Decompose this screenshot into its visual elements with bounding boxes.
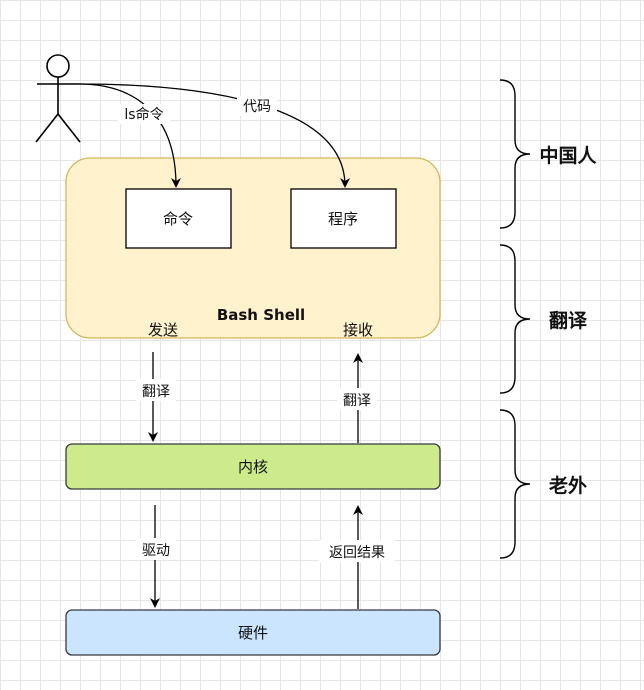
brace-chinese-label: 中国人: [539, 144, 597, 167]
command-box[interactable]: [125, 188, 232, 249]
program-box-label: 程序: [328, 210, 358, 228]
receive-label: 接收: [343, 321, 373, 339]
send-label: 发送: [148, 321, 178, 339]
edge-translate-up-label: 翻译: [343, 393, 371, 409]
brace-translate: [499, 244, 531, 394]
edge-ls-label: ls命令: [124, 106, 163, 123]
edge-ls-label-bg: [118, 104, 170, 124]
edge-return-result-label: 返回结果: [329, 545, 385, 561]
edge-translate-down-label: 翻译: [142, 384, 170, 400]
program-box[interactable]: [290, 188, 397, 249]
hardware-box[interactable]: [65, 609, 441, 656]
hardware-label: 硬件: [238, 624, 268, 642]
kernel-label: 内核: [238, 458, 268, 476]
edge-drive-label: 驱动: [142, 543, 170, 559]
edge-translate-down-label-bg: [136, 379, 176, 401]
edge-return-result-label-bg: [319, 540, 395, 562]
actor-figure[interactable]: [35, 54, 81, 143]
edge-drive-label-bg: [136, 538, 176, 560]
edge-code-label: 代码: [243, 99, 271, 115]
brace-chinese: [499, 79, 531, 229]
brace-foreigner: [499, 409, 531, 559]
brace-translate-label: 翻译: [549, 309, 588, 332]
edge-translate-up-label-bg: [337, 388, 377, 410]
actor-right-leg: [57, 113, 81, 143]
brace-foreigner-label: 老外: [549, 474, 587, 497]
kernel-box[interactable]: [65, 443, 441, 490]
command-box-label: 命令: [163, 210, 193, 228]
actor-head: [46, 54, 70, 78]
edge-code-label-bg: [237, 96, 277, 116]
actor-left-leg: [35, 113, 59, 143]
bash-shell-title: Bash Shell: [217, 306, 305, 324]
